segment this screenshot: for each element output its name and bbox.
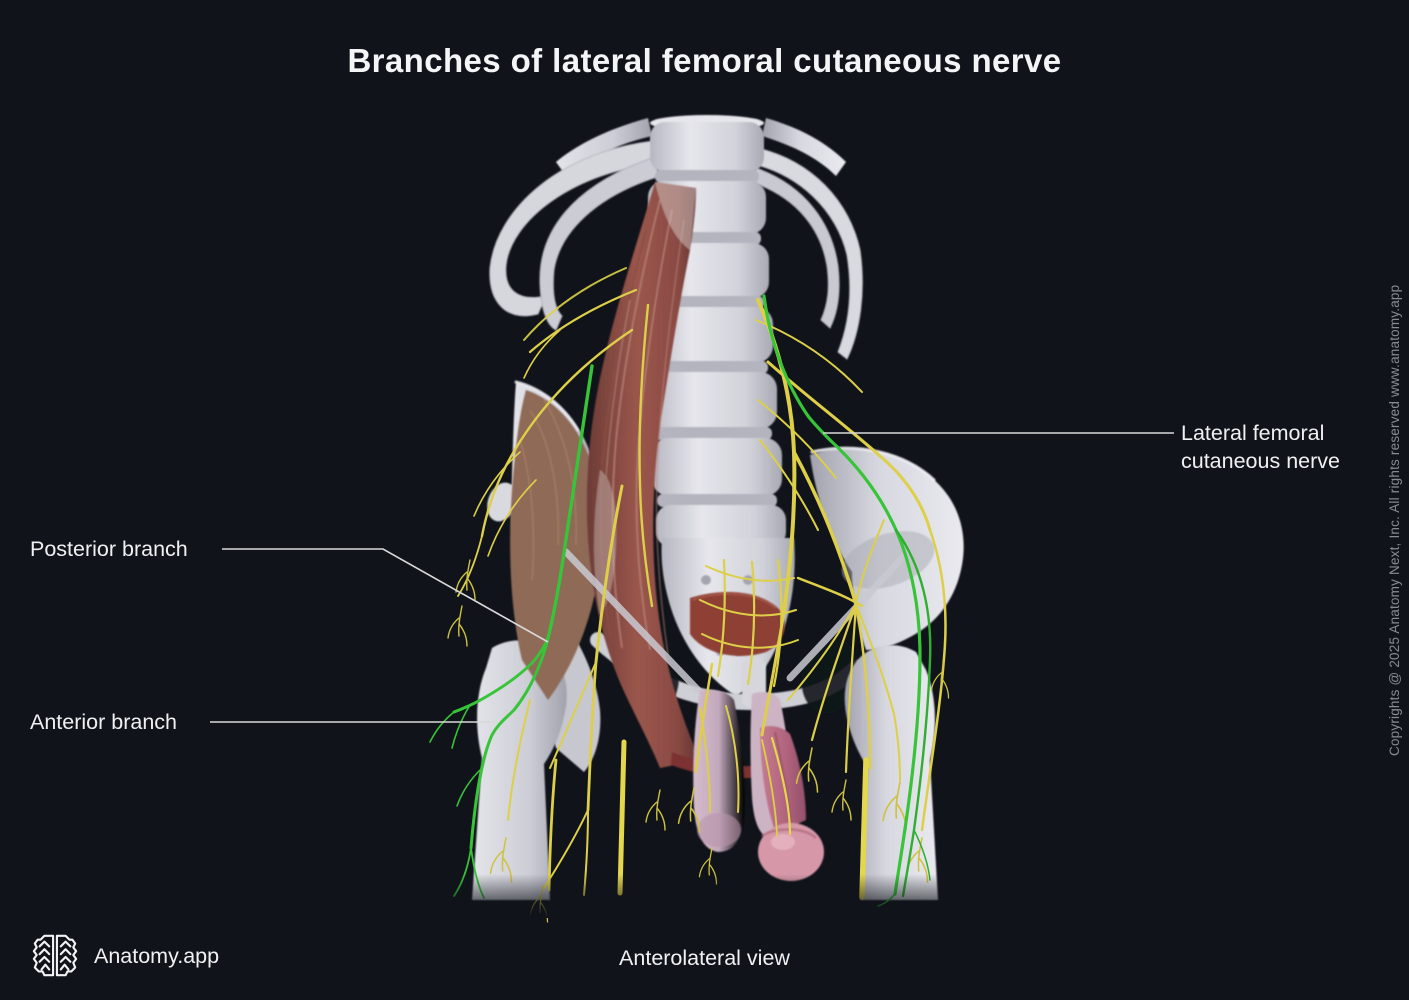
genital-structures — [693, 689, 824, 881]
page-title: Branches of lateral femoral cutaneous ne… — [347, 42, 1062, 79]
label-anterior-branch: Anterior branch — [30, 710, 177, 734]
psoas-major-muscle — [586, 182, 700, 768]
copyright-text: Copyrights @ 2025 Anatomy Next, Inc. All… — [1387, 284, 1402, 756]
brain-icon — [32, 934, 78, 977]
left-femur — [472, 640, 567, 900]
right-femur — [844, 645, 938, 900]
lfcn-left-trunk — [548, 364, 594, 632]
bottom-fade — [420, 874, 1000, 918]
label-lateral-femoral-cutaneous-nerve: Lateral femoral cutaneous nerve — [1181, 421, 1340, 473]
lfcn-posterior-branch — [452, 628, 552, 714]
iliacus-muscle — [510, 390, 602, 700]
brand-name: Anatomy.app — [94, 943, 220, 968]
lfcn-anterior-branch — [469, 628, 552, 850]
brand-lockup: Anatomy.app — [30, 930, 219, 982]
leader-lines — [210, 432, 1174, 723]
label-posterior-branch: Posterior branch — [30, 537, 188, 561]
view-caption: Anterolateral view — [619, 946, 790, 970]
leader-line-posterior-branch — [222, 548, 549, 643]
